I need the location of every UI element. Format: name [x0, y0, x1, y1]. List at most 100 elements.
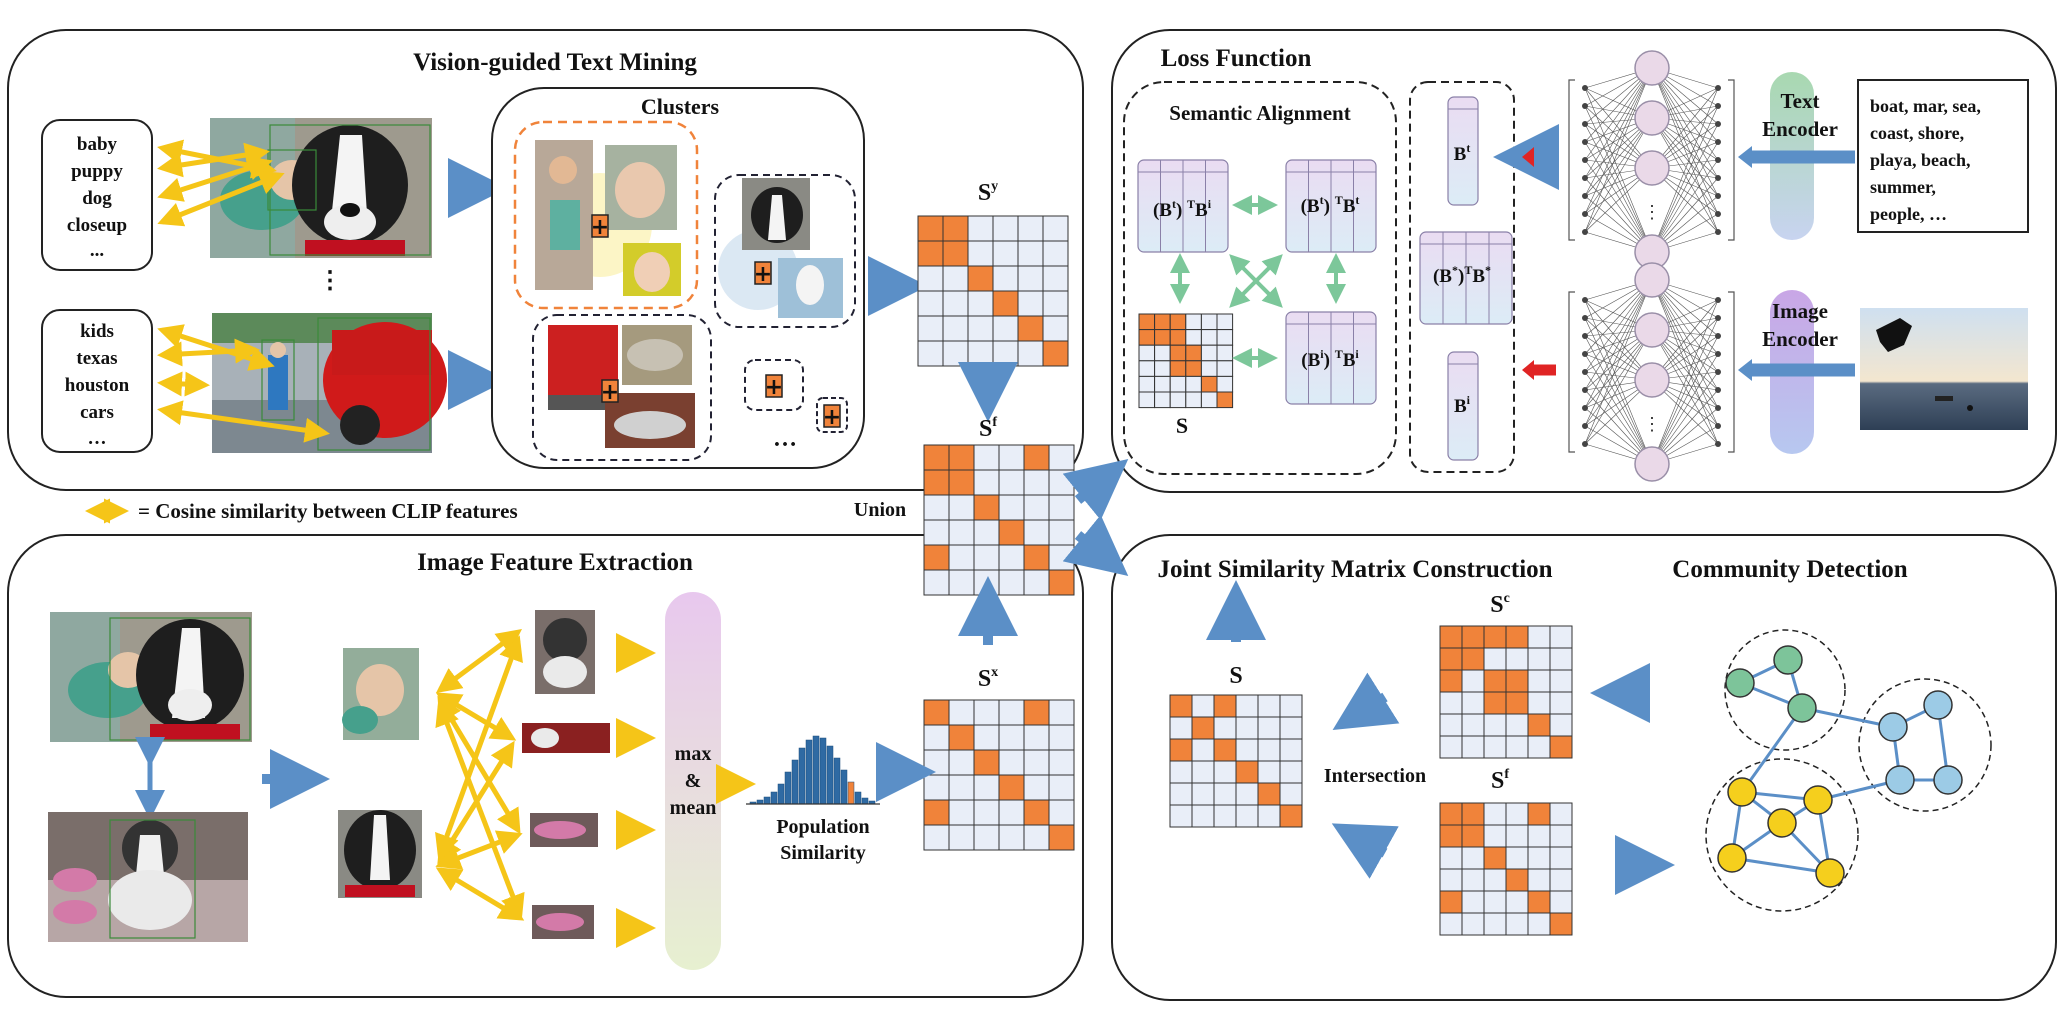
crop-husky-strip: [522, 723, 610, 753]
matrix-cell: [1185, 313, 1202, 331]
graph-node: [1767, 808, 1797, 838]
matrix-cell: [1048, 724, 1075, 751]
matrix-cell: [1169, 391, 1187, 409]
matrix-cell: [1023, 569, 1050, 596]
matrix-cell: [1138, 313, 1156, 331]
matrix-cell: [917, 215, 944, 242]
matrix-cell: [1527, 890, 1551, 914]
net-node: [1715, 139, 1721, 145]
community-boundary: [1705, 758, 1859, 912]
matrix-cell: [1527, 647, 1551, 671]
matrix-cell: [1527, 824, 1551, 848]
matrix-cell: [1549, 868, 1573, 892]
community-boundary: [1858, 678, 1992, 812]
matrix-cell: [1185, 360, 1202, 377]
matrix-cell: [1549, 625, 1573, 649]
histogram-bar: [770, 791, 778, 805]
matrix-cell: [1200, 360, 1218, 377]
matrix-cell: [1200, 375, 1218, 393]
matrix-cell: [1505, 625, 1529, 649]
matrix-cell: [1279, 716, 1303, 740]
matrix-cell: [1216, 329, 1234, 346]
graph-node: [1717, 843, 1747, 873]
matrix-cell: [1185, 344, 1202, 362]
code-block-bg: [1447, 96, 1479, 206]
matrix-cell: [1549, 846, 1573, 870]
matrix-cell: [1048, 544, 1075, 571]
net-bracket: [1728, 79, 1735, 241]
panel-joint-similarity: [1111, 534, 2057, 1001]
net-node: [1582, 85, 1588, 91]
crop-dog-face: [338, 810, 422, 898]
matrix-cell: [1042, 240, 1069, 267]
matrix-cell: [1461, 846, 1485, 870]
matrix-cell: [1138, 375, 1156, 393]
matrix-cell: [1505, 669, 1529, 693]
text-tags-box: [1857, 79, 2029, 233]
matrix-cell: [1048, 494, 1075, 521]
max-mean-bar: [665, 592, 721, 970]
matrix-cell: [923, 544, 950, 571]
image-encoder-label-1: Image: [1772, 299, 1828, 323]
matrix-cell: [1200, 313, 1218, 331]
matrix-cell: [1505, 735, 1529, 759]
matrix-cell: [1439, 691, 1463, 715]
matrix-cell: [948, 569, 975, 596]
graph-node: [1787, 693, 1817, 723]
matrix-cell: [1200, 329, 1218, 346]
matrix-cell: [973, 569, 1000, 596]
matrix-cell: [1549, 824, 1573, 848]
matrix-cell: [1461, 824, 1485, 848]
matrix-cell: [1439, 625, 1463, 649]
matrix-cell: [1042, 265, 1069, 292]
matrix-sc: [1439, 625, 1573, 759]
community-graph: [1705, 629, 1992, 912]
net-node: [1715, 405, 1721, 411]
histogram-bar: [826, 745, 834, 805]
tag-box-2: [41, 309, 153, 453]
matrix-cell: [1549, 735, 1573, 759]
matrix-cell: [1483, 912, 1507, 936]
matrix-cell: [998, 519, 1025, 546]
cluster-small-2: +: [816, 397, 848, 433]
net-node: [1582, 139, 1588, 145]
tag-1-1: puppy: [71, 161, 123, 182]
photo-beach: [1860, 308, 2028, 430]
matrix-sf2: [1439, 802, 1573, 936]
matrix-cell: [1048, 469, 1075, 496]
crop-husky: [535, 610, 595, 694]
matrix-cell: [1023, 519, 1050, 546]
matrix-cell: [1235, 804, 1259, 828]
matrix-cell: [1461, 735, 1485, 759]
matrix-cell: [1505, 912, 1529, 936]
matrix-cell: [1191, 760, 1215, 784]
matrix-cell: [1169, 760, 1193, 784]
matrix-cell: [1216, 375, 1234, 393]
cluster-small-1: +: [744, 359, 804, 411]
net-node: [1715, 333, 1721, 339]
panel-vision-text-mining: [7, 29, 1084, 491]
text-encoder-label-1: Text: [1781, 89, 1820, 113]
matrix-cell: [942, 315, 969, 342]
arrow-red-bi-head: [1522, 360, 1534, 380]
matrix-sc-label: Sc: [1490, 591, 1510, 618]
matrix-cell: [1169, 804, 1193, 828]
net-node: [1582, 315, 1588, 321]
histogram-bar: [833, 757, 841, 805]
net-node: [1582, 387, 1588, 393]
graph-node: [1727, 777, 1757, 807]
graph-node: [1803, 785, 1833, 815]
matrix-cell: [1191, 716, 1215, 740]
clusters-label: Clusters: [641, 94, 720, 119]
matrix-cell: [1483, 890, 1507, 914]
matrix-cell: [1048, 799, 1075, 826]
matrix-cell: [1483, 846, 1507, 870]
amp-label: &: [685, 770, 702, 792]
histogram-bar: [805, 739, 813, 805]
matrix-cell: [1527, 735, 1551, 759]
matrix-cell: [1042, 315, 1069, 342]
photo-dog-source: [50, 612, 252, 742]
matrix-cell: [1461, 669, 1485, 693]
cluster-ellipsis: …: [773, 426, 797, 452]
svg-text:+: +: [601, 380, 619, 405]
